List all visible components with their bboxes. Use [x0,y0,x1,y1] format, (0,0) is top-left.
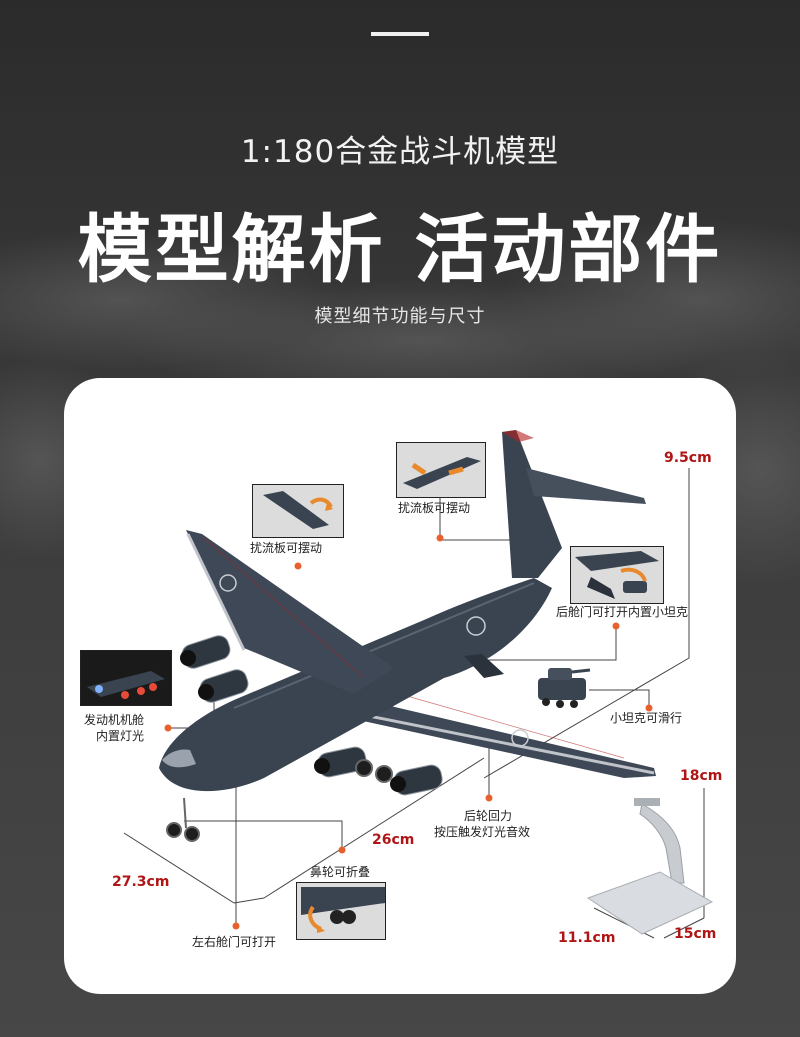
product-scale-title: 1:180合金战斗机模型 [240,134,560,170]
thumb-nose-wheel [296,882,386,940]
thumb-rear-hatch [570,546,664,604]
thumb-engine-light [80,650,172,706]
callout-rear-wheel-line1: 后轮回力 [464,809,513,823]
callout-dots [164,534,653,930]
callout-rear-wheel-line2: 按压触发灯光音效 [434,825,531,839]
leader-lines [123,468,705,939]
dim-height: 9.5cm [664,450,712,466]
callout-side-doors: 左右舱门可打开 [192,935,277,949]
dim-length: 27.3cm [112,874,170,890]
callout-engine-light-line2: 内置灯光 [96,729,145,743]
page-tagline: 模型细节功能与尺寸 [314,306,486,327]
aircraft-illustration [123,430,714,939]
thumb-spoiler-left [252,484,344,538]
dim-stand-width: 11.1cm [558,930,616,946]
callout-engine-light-line1: 发动机机舱 [84,713,145,727]
page-headline: 模型解析 活动部件 [77,207,723,293]
top-divider-bar [371,32,429,36]
display-stand [586,798,714,935]
thumb-spoiler-right [396,442,486,498]
callout-rear-hatch: 后舱门可打开内置小坦克 [556,605,689,619]
dim-wingspan: 26cm [372,832,415,848]
dim-stand-height: 18cm [680,768,723,784]
dim-stand-depth: 15cm [674,926,717,942]
aircraft-model [159,430,656,842]
product-detail-card: 扰流板可摆动 扰流板可摆动 后舱门可打开内置小坦克 发动机机舱 内置灯光 小坦克… [64,378,736,994]
callout-spoiler-left: 扰流板可摆动 [250,541,323,555]
callout-nose-wheel: 鼻轮可折叠 [310,865,371,879]
mini-tank [538,668,591,708]
callout-spoiler-right: 扰流板可摆动 [398,501,471,515]
callout-tank-slide: 小坦克可滑行 [610,711,683,725]
